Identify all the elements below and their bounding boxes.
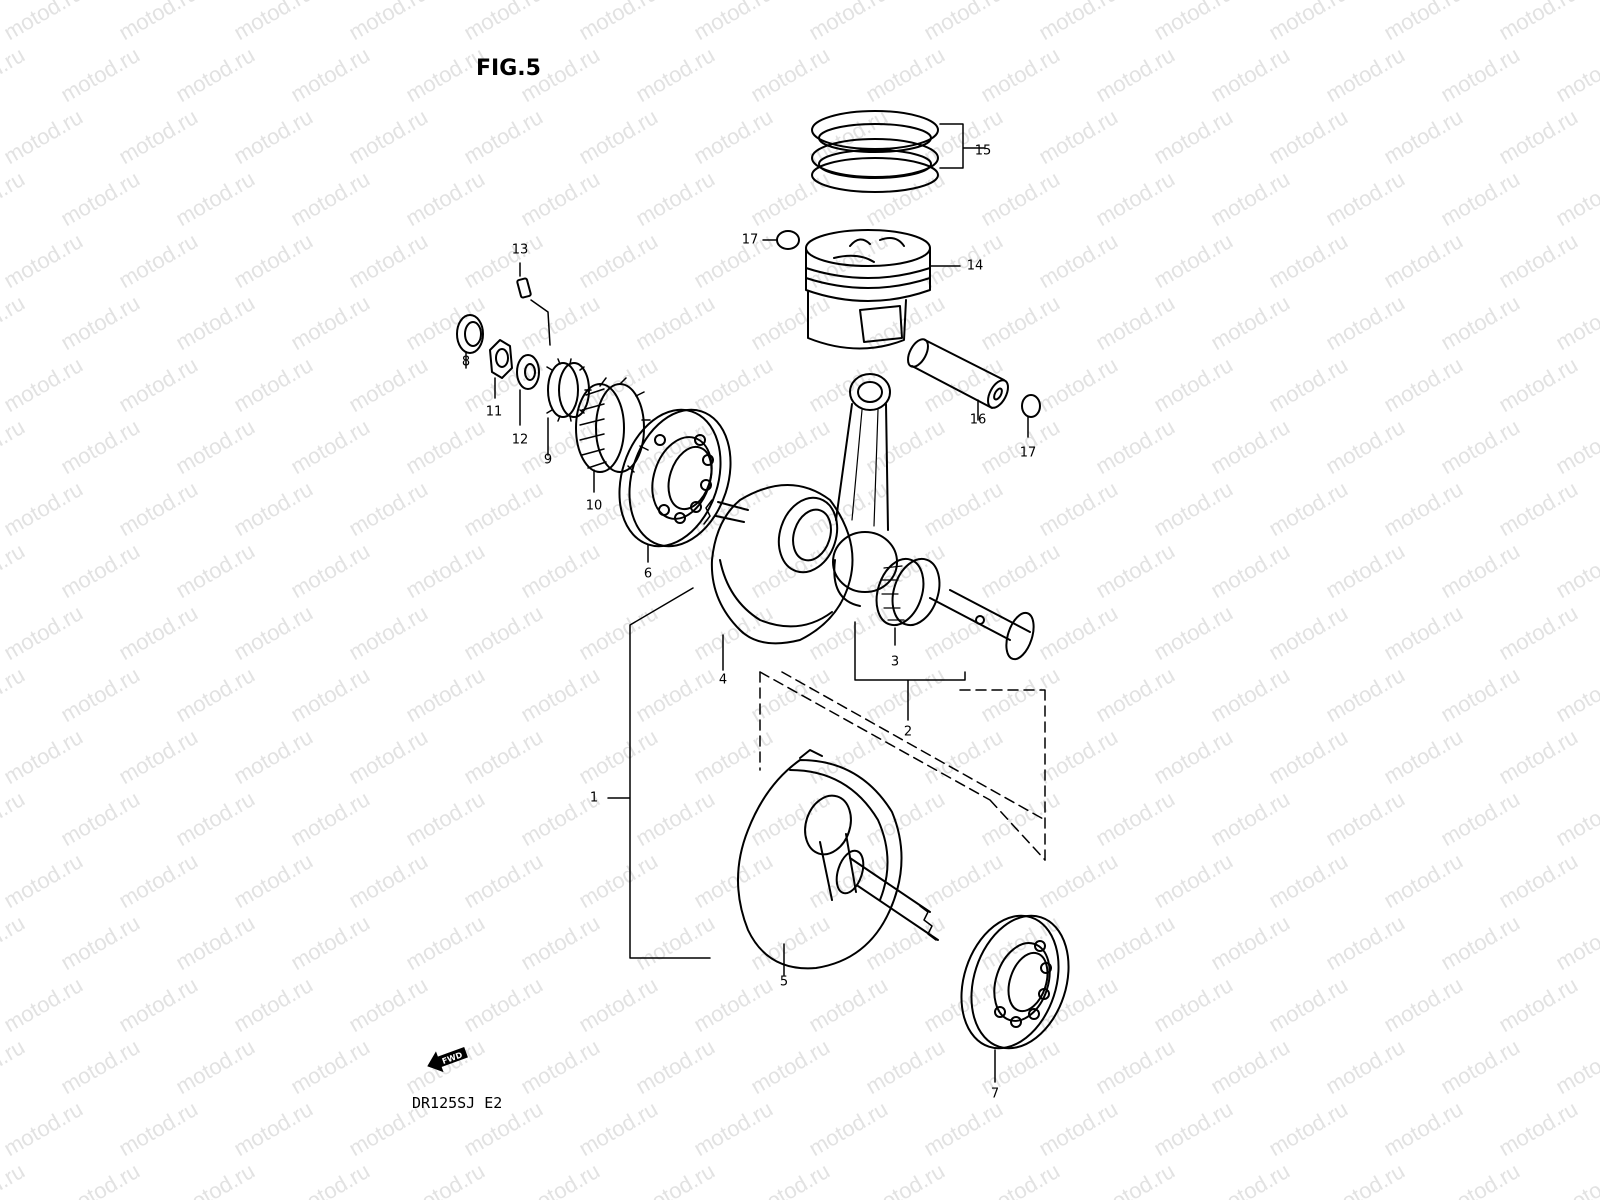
helical-gear [575, 377, 651, 473]
callout-10: 10 [585, 498, 603, 514]
needle-bearing [875, 557, 941, 627]
fwd-label: FWD [441, 1050, 464, 1066]
crankshaft-left-half [703, 484, 854, 645]
assembly-line-b [759, 671, 1046, 861]
callout-16: 16 [969, 412, 987, 428]
piston-pin [907, 338, 1009, 409]
connecting-rod [832, 373, 898, 607]
callout-5: 5 [779, 974, 789, 990]
callout-17-lower: 17 [1019, 445, 1037, 461]
leader-15 [939, 123, 985, 169]
model-code: DR125SJ E2 [412, 1094, 503, 1112]
callout-8: 8 [461, 354, 471, 370]
leader-2 [854, 621, 966, 721]
callout-4: 4 [718, 672, 728, 688]
callout-14: 14 [966, 258, 984, 274]
crankshaft-right-half [737, 749, 939, 970]
callout-1: 1 [589, 790, 599, 806]
callout-9: 9 [543, 452, 553, 468]
washer [516, 354, 540, 390]
nut [489, 339, 513, 379]
primary-drive-gear-small [546, 358, 592, 422]
piston-ring-set [811, 110, 939, 193]
callout-2: 2 [903, 724, 913, 740]
circlip-lower [1021, 394, 1041, 418]
fwd-arrow-icon: FWD [427, 1046, 468, 1073]
circlip-upper [776, 230, 800, 250]
callout-15: 15 [974, 143, 992, 159]
callout-12: 12 [511, 432, 529, 448]
callout-11: 11 [485, 404, 503, 420]
callout-3: 3 [890, 654, 900, 670]
oil-seal [456, 314, 484, 354]
piston [805, 229, 931, 350]
key [516, 277, 532, 299]
leader-13 [519, 262, 551, 346]
callout-17-upper: 17 [741, 232, 759, 248]
callout-7: 7 [990, 1086, 1000, 1102]
leader-1 [607, 587, 711, 959]
figure-title: FIG.5 [476, 56, 541, 81]
main-bearing-right [960, 914, 1070, 1050]
callout-13: 13 [511, 242, 529, 258]
crank-pin [929, 589, 1035, 661]
callout-6: 6 [643, 566, 653, 582]
assembly-line-a [759, 671, 1046, 861]
